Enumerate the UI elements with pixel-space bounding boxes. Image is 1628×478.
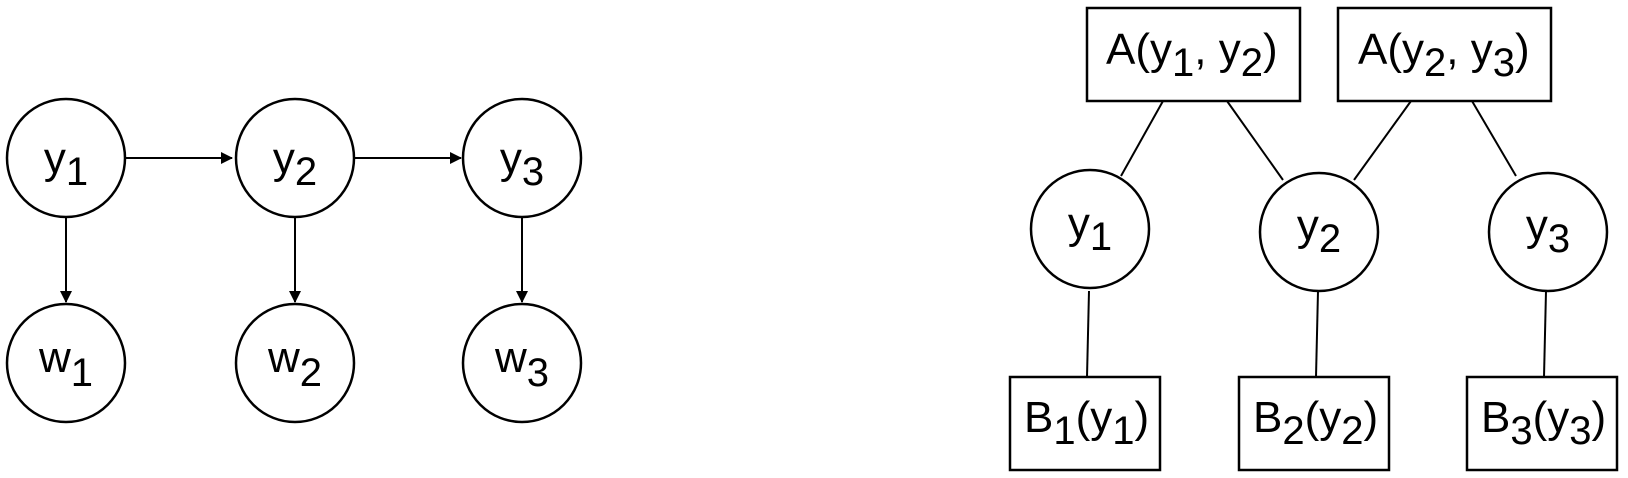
factor-B3-label: B3(y3)	[1481, 393, 1606, 453]
node-y2-label: y2	[273, 134, 317, 194]
node-y1-label: y1	[44, 134, 88, 194]
edge-B3-y3	[1543, 290, 1547, 378]
factor-B2: B2(y2)	[1237, 375, 1391, 472]
factor-B2-label: B2(y2)	[1253, 393, 1378, 453]
node-w1: w1	[5, 302, 127, 424]
node-y1: y1	[5, 97, 127, 219]
node-y2: y2	[234, 97, 356, 219]
node-y3: y3	[461, 97, 583, 219]
edge-B1-y1	[1086, 290, 1090, 378]
node-w3-label: w3	[494, 333, 549, 395]
node-y3-label: y3	[500, 134, 544, 194]
edge-B2-y2	[1315, 290, 1319, 378]
var-node-y3: y3	[1487, 171, 1609, 293]
edge-A12-y2	[1226, 100, 1284, 181]
factor-B3: B3(y3)	[1465, 375, 1619, 472]
factor-A12-label: A(y1, y2)	[1106, 25, 1278, 85]
factor-A12: A(y1, y2)	[1085, 6, 1302, 103]
edge-A12-y1	[1120, 100, 1164, 177]
node-w2-label: w2	[267, 333, 322, 395]
right-factor-graph: A(y1, y2) A(y2, y3) y1 y2 y3 B1(y1) B2(y…	[1008, 6, 1619, 472]
edge-A23-y2	[1353, 100, 1412, 181]
var-node-y2: y2	[1258, 171, 1380, 293]
var-node-y3-label: y3	[1526, 201, 1570, 261]
var-node-y1-label: y1	[1068, 199, 1112, 259]
factor-B1: B1(y1)	[1008, 375, 1162, 472]
factor-B1-label: B1(y1)	[1024, 393, 1149, 453]
node-w2: w2	[234, 302, 356, 424]
node-w1-label: w1	[38, 333, 93, 395]
node-w3: w3	[461, 302, 583, 424]
edge-A23-y3	[1471, 100, 1517, 177]
left-directed-graph: y1 y2 y3 w1 w2 w3	[5, 97, 583, 424]
var-node-y2-label: y2	[1297, 201, 1341, 261]
factor-A23-label: A(y2, y3)	[1358, 25, 1530, 85]
var-node-y1: y1	[1029, 168, 1151, 290]
factor-A23: A(y2, y3)	[1336, 6, 1553, 103]
